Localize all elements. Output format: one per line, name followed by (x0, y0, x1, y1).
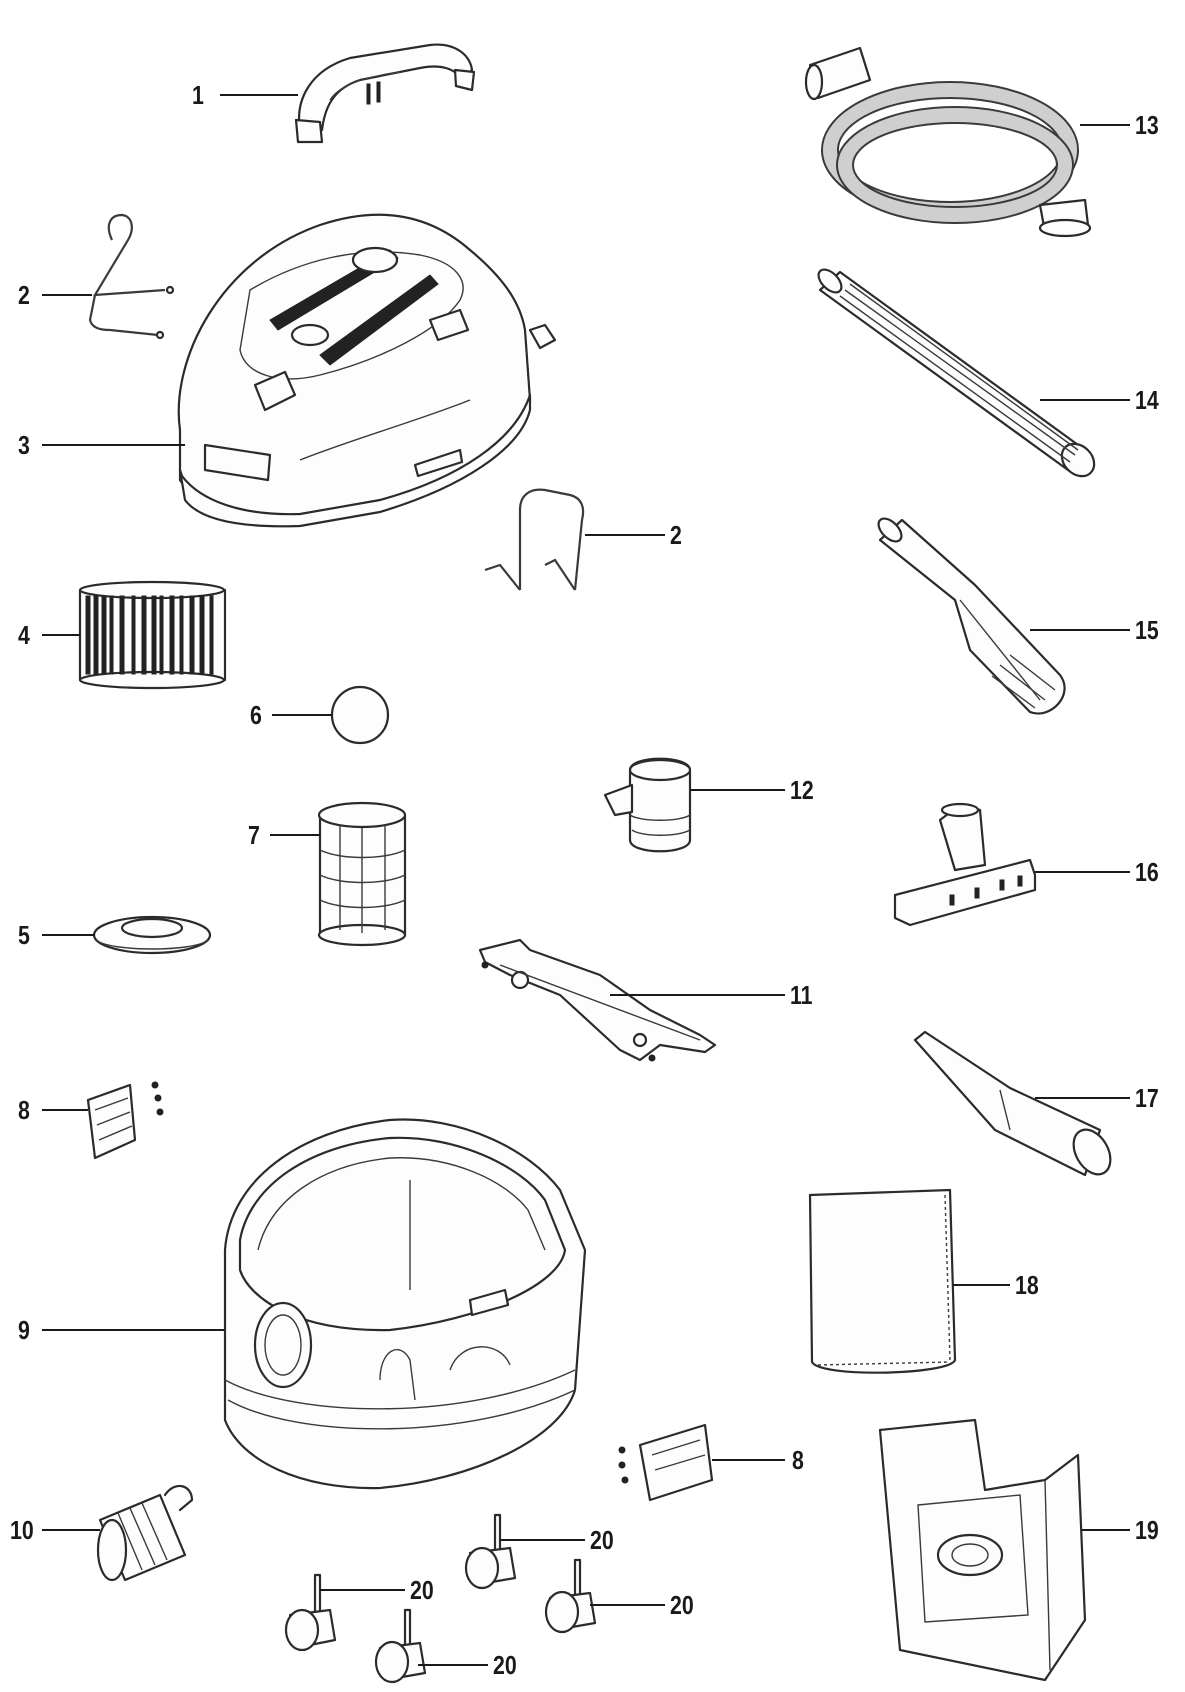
part-20d-caster (374, 1608, 427, 1684)
callout-10: 10 (10, 1515, 34, 1545)
callout-15: 15 (1135, 615, 1159, 645)
part-19-dust-bag (878, 1418, 1087, 1682)
callout-13: 13 (1135, 110, 1159, 140)
part-18-filter-bag (808, 1188, 957, 1374)
part-16-floor-nozzle (893, 802, 1037, 927)
part-9-tank (223, 1118, 587, 1490)
callout-4: 4 (18, 620, 30, 650)
part-7-filter-cage (317, 801, 407, 947)
callout-20c: 20 (670, 1590, 694, 1620)
part-8a-clip (86, 1081, 164, 1160)
callout-7: 7 (248, 820, 260, 850)
callout-9: 9 (18, 1315, 30, 1345)
part-15-upholstery-tool (877, 517, 1066, 715)
callout-12: 12 (790, 775, 814, 805)
callout-6: 6 (250, 700, 262, 730)
callout-14: 14 (1135, 385, 1159, 415)
callout-18: 18 (1015, 1270, 1039, 1300)
callout-1: 1 (192, 80, 204, 110)
part-17-crevice-tool (913, 1030, 1112, 1177)
part-5-ring (92, 915, 212, 955)
part-14-extension-wand (817, 268, 1096, 478)
callout-16: 16 (1135, 857, 1159, 887)
callout-19: 19 (1135, 1515, 1159, 1545)
callout-20a: 20 (410, 1575, 434, 1605)
part-6-disc (330, 685, 390, 745)
callout-3: 3 (18, 430, 30, 460)
callout-5: 5 (18, 920, 30, 950)
part-13-hose (804, 46, 1092, 238)
part-11-bracket (478, 938, 717, 1062)
part-20a-caster (284, 1573, 337, 1652)
part-2b-latch (484, 488, 585, 591)
part-1-handle (294, 43, 476, 144)
callout-20d: 20 (493, 1650, 517, 1680)
part-10-connector (96, 1484, 194, 1582)
part-20c-caster (544, 1558, 597, 1634)
callout-11: 11 (790, 980, 813, 1010)
callout-8a: 8 (18, 1095, 30, 1125)
part-20b-caster (464, 1513, 517, 1590)
callout-8b: 8 (792, 1445, 804, 1475)
callout-20b: 20 (590, 1525, 614, 1555)
part-2a-latch (88, 213, 175, 340)
part-4-cartridge-filter (78, 580, 227, 690)
callout-2a: 2 (18, 280, 30, 310)
part-12-adapter (603, 757, 692, 853)
callout-2b: 2 (670, 520, 682, 550)
callout-17: 17 (1135, 1083, 1159, 1113)
part-8b-clip (618, 1423, 714, 1502)
part-3-motor-head (177, 213, 557, 528)
